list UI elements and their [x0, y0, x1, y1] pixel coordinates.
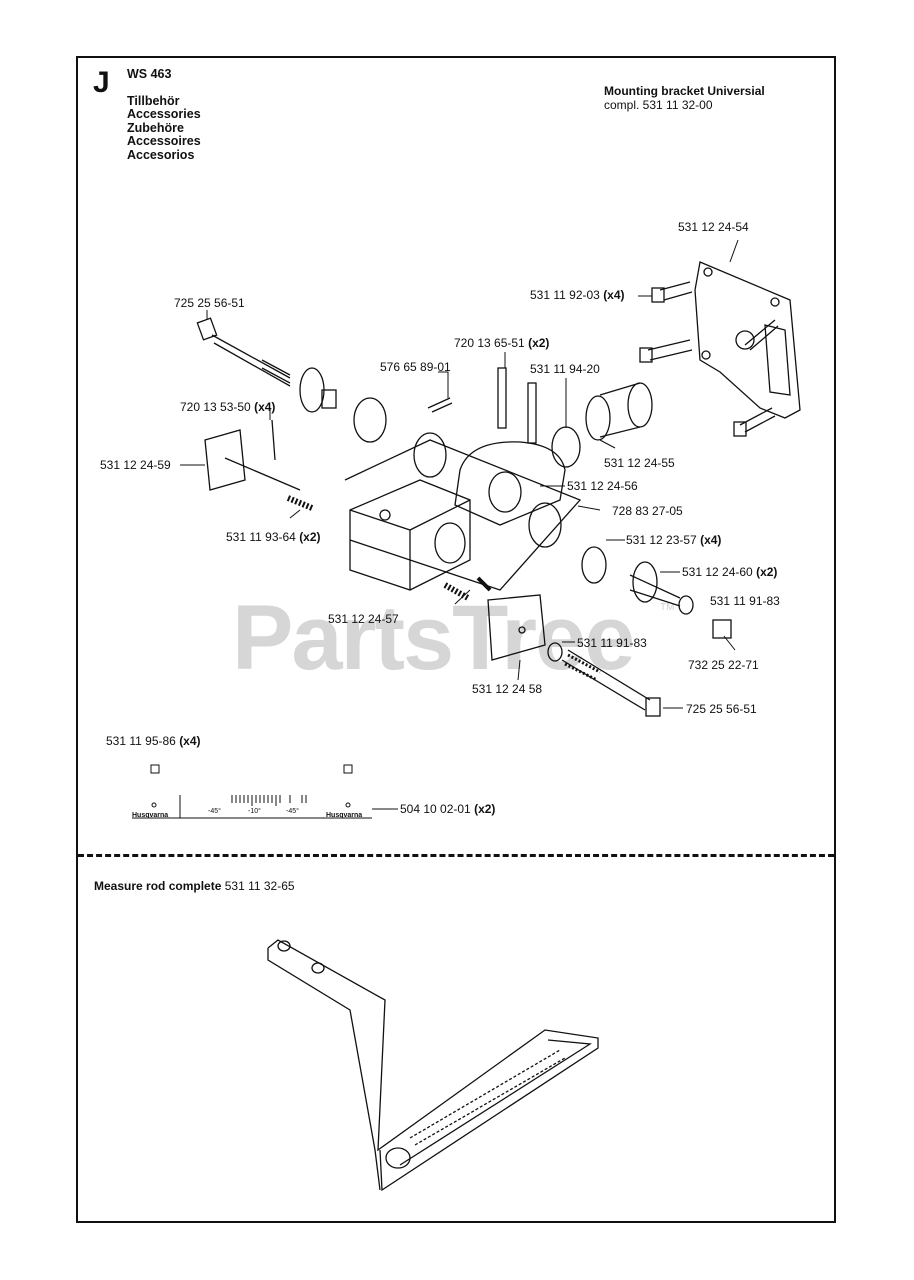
decal-brand-left: Husqvarna — [132, 812, 169, 819]
o-ring-drawing — [551, 426, 581, 468]
part-label-10: 531 12 24-56 — [567, 479, 638, 493]
part-label-13: 531 12 23-57 (x4) — [626, 533, 722, 547]
part-label-19: 531 12 24 58 — [472, 682, 543, 696]
part-label-1: 531 12 24-54 — [678, 220, 749, 234]
part-label-21: 531 11 95-86 (x4) — [106, 734, 201, 748]
scale-decal-drawing — [132, 764, 372, 819]
part-label-14: 531 12 24-60 (x2) — [682, 565, 778, 579]
pin-60-drawing — [629, 561, 681, 607]
decal-mark-2: -10° — [248, 808, 261, 815]
assembly-part-number: compl. 531 11 32-00 — [604, 98, 713, 112]
spring-drawing — [286, 495, 314, 511]
washer-531-11-91-83-drawing — [678, 595, 694, 615]
part-label-17: 531 11 91-83 — [577, 636, 647, 650]
title-german: Zubehöre — [127, 120, 184, 135]
watermark-tm: TM — [660, 602, 675, 613]
title-english: Accessories — [127, 107, 201, 121]
nut-732-25-22-71-drawing — [712, 619, 732, 639]
part-label-18: 732 25 22-71 — [688, 658, 759, 672]
long-bolt-top-drawing — [196, 317, 337, 413]
part-label-8: 531 12 24-55 — [604, 456, 675, 470]
long-bolt-bottom-drawing — [561, 649, 661, 717]
title-swedish: Tillbehör — [127, 93, 180, 108]
part-label-6: 531 11 94-20 — [530, 362, 600, 376]
mounting-plate-drawing — [694, 261, 801, 419]
measure-rod-drawing — [267, 939, 599, 1192]
header-titles: WS 463 Tillbehör Accessories Zubehöre Ac… — [127, 67, 201, 162]
part-label-12: 531 11 93-64 (x2) — [226, 530, 321, 544]
part-label-16: 531 12 24-57 — [328, 612, 399, 626]
decal-brand-right: Husqvarna — [326, 812, 363, 819]
part-label-22: 504 10 02-01 (x2) — [400, 802, 496, 816]
leader-lines — [180, 239, 739, 810]
title-french: Accessoires — [127, 134, 201, 148]
part-label-20: 725 25 56-51 — [686, 702, 757, 716]
part-label-3: 725 25 56-51 — [174, 296, 245, 310]
swivel-housing-drawing — [454, 367, 566, 526]
decal-mark-3: -45° — [286, 808, 299, 815]
section-divider — [78, 854, 834, 857]
bracket-59-drawing — [204, 419, 301, 491]
part-label-9: 531 12 24-59 — [100, 458, 171, 472]
part-label-11: 728 83 27-05 — [612, 504, 683, 518]
diagram-frame — [76, 56, 836, 1223]
bracket-58-drawing — [487, 594, 546, 661]
decal-mark-1: -45° — [208, 808, 221, 815]
pin-576-65-89-01-drawing — [427, 397, 453, 413]
sleeve-drawing — [585, 382, 653, 441]
section-letter: J — [93, 66, 110, 99]
part-label-5: 576 65 89-01 — [380, 360, 451, 374]
bolts-drawing — [639, 281, 779, 437]
part-label-15: 531 11 91-83 — [710, 594, 780, 608]
part-label-4: 720 13 65-51 (x2) — [454, 336, 550, 350]
title-spanish: Accesorios — [127, 147, 195, 162]
model-name: WS 463 — [127, 67, 172, 81]
assembly-title: Mounting bracket Universial — [604, 84, 765, 98]
main-block-drawing — [344, 439, 582, 591]
part-label-7: 720 13 53-50 (x4) — [180, 400, 276, 414]
part-label-2: 531 11 92-03 (x4) — [530, 288, 625, 302]
washer-plate-drawing — [353, 397, 387, 443]
washer-531-12-23-57-drawing — [581, 546, 607, 584]
measure-rod-title: Measure rod complete 531 11 32-65 — [94, 879, 295, 893]
watermark: PartsTree — [232, 587, 635, 689]
